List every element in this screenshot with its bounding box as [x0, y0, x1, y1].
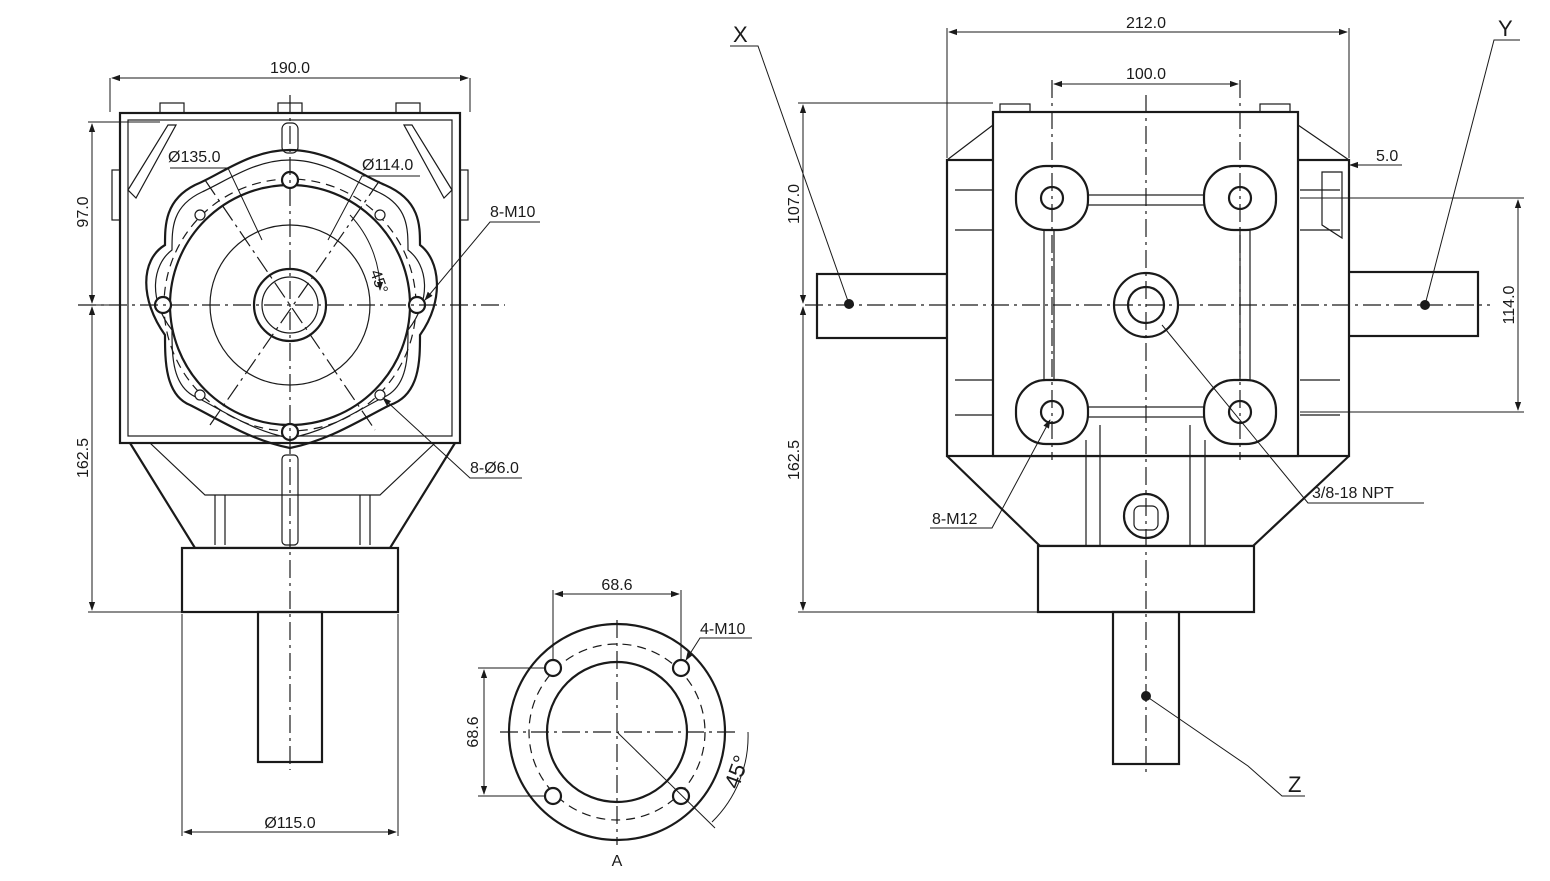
detail-width-label: 68.6: [601, 577, 632, 594]
front-top-lug: [159, 102, 185, 114]
leader-8m10: [424, 221, 540, 301]
dim-ext: [181, 614, 399, 836]
front-upper-height-label: 97.0: [75, 196, 92, 227]
leader-8d6: [382, 397, 522, 479]
offset-label: 5.0: [1376, 148, 1398, 165]
top-threads-label: 8-M10: [490, 204, 535, 221]
front-corner-rib: [402, 124, 453, 199]
side-upper-height-label: 107.0: [786, 184, 803, 224]
side-neck-ribs: [1085, 425, 1206, 546]
front-lower-rib: [149, 442, 436, 496]
leader-114: [327, 175, 420, 241]
front-angle-label: 45°: [366, 268, 390, 297]
side-corner-chamfer: [946, 124, 1350, 161]
detail-diagonal: [616, 731, 716, 829]
side-bolt-centerlines: [1051, 80, 1241, 460]
front-angle-arc: [349, 214, 384, 291]
detail-height-label: 68.6: [465, 716, 482, 747]
front-corner-rib: [127, 124, 178, 199]
front-side-boss: [459, 169, 469, 221]
dim-ext: [88, 121, 160, 306]
leader-x: [730, 45, 850, 305]
side-top-lug: [1259, 103, 1291, 113]
side-fins: [955, 189, 1340, 416]
side-view: X Y Z 212.0 100.0 5.0 107.0 162.5 114.0 …: [730, 15, 1524, 797]
bolt-circle-label: Ø114.0: [362, 157, 413, 174]
side-shaft-y: [1346, 270, 1480, 338]
holes-label: 8-Ø6.0: [470, 460, 519, 477]
side-lower-height-label: 162.5: [786, 440, 803, 480]
shaft-spacing-label: 114.0: [1501, 285, 1518, 324]
front-top-lug: [395, 102, 421, 114]
side-inner-frame: [1043, 194, 1251, 418]
leader-z: [1145, 695, 1305, 797]
detail-angle-label: 45°: [719, 752, 754, 792]
dim-ext: [109, 78, 471, 112]
bolt-spacing-label: 100.0: [1126, 66, 1166, 83]
detail-label: A: [612, 853, 623, 870]
flange-dia-label: Ø135.0: [168, 149, 221, 166]
dim-ext: [946, 28, 1350, 158]
base-dia-label: Ø115.0: [264, 815, 315, 832]
front-neck: [214, 495, 371, 545]
detail-a-view: 68.6 68.6 4-M10 45° A: [465, 577, 754, 870]
front-top-slot: [281, 122, 299, 154]
dim-ext: [478, 667, 545, 797]
side-shaft-x: [815, 272, 949, 340]
leader-8m12: [930, 419, 1051, 529]
leader-npt: [1161, 324, 1424, 504]
side-notch: [1321, 171, 1343, 240]
detail-angle-arc: [711, 731, 749, 823]
side-threads-label: 8-M12: [932, 511, 977, 528]
front-lower-height-label: 162.5: [75, 438, 92, 478]
front-diagonal-2: [209, 179, 381, 426]
leader-135: [170, 167, 263, 241]
dim-ext: [1300, 197, 1524, 413]
leader-y: [1424, 39, 1520, 306]
shaft-z-label: Z: [1288, 772, 1301, 797]
shaft-x-label: X: [733, 22, 748, 47]
dim-ext: [552, 590, 682, 660]
port-label: 3/8-18 NPT: [1312, 485, 1394, 502]
front-view: 190.0 97.0 162.5 Ø135.0 Ø114.0 45° 8-M10…: [75, 60, 540, 836]
front-diagonal-1: [204, 179, 376, 431]
side-width-label: 212.0: [1126, 15, 1166, 32]
front-flange-outline: [145, 148, 439, 450]
shaft-y-label: Y: [1498, 16, 1513, 41]
detail-threads-label: 4-M10: [700, 621, 745, 638]
side-top-lug: [999, 103, 1031, 113]
front-side-boss: [111, 169, 121, 221]
front-width-label: 190.0: [270, 60, 310, 77]
leader-4m10: [685, 637, 752, 661]
